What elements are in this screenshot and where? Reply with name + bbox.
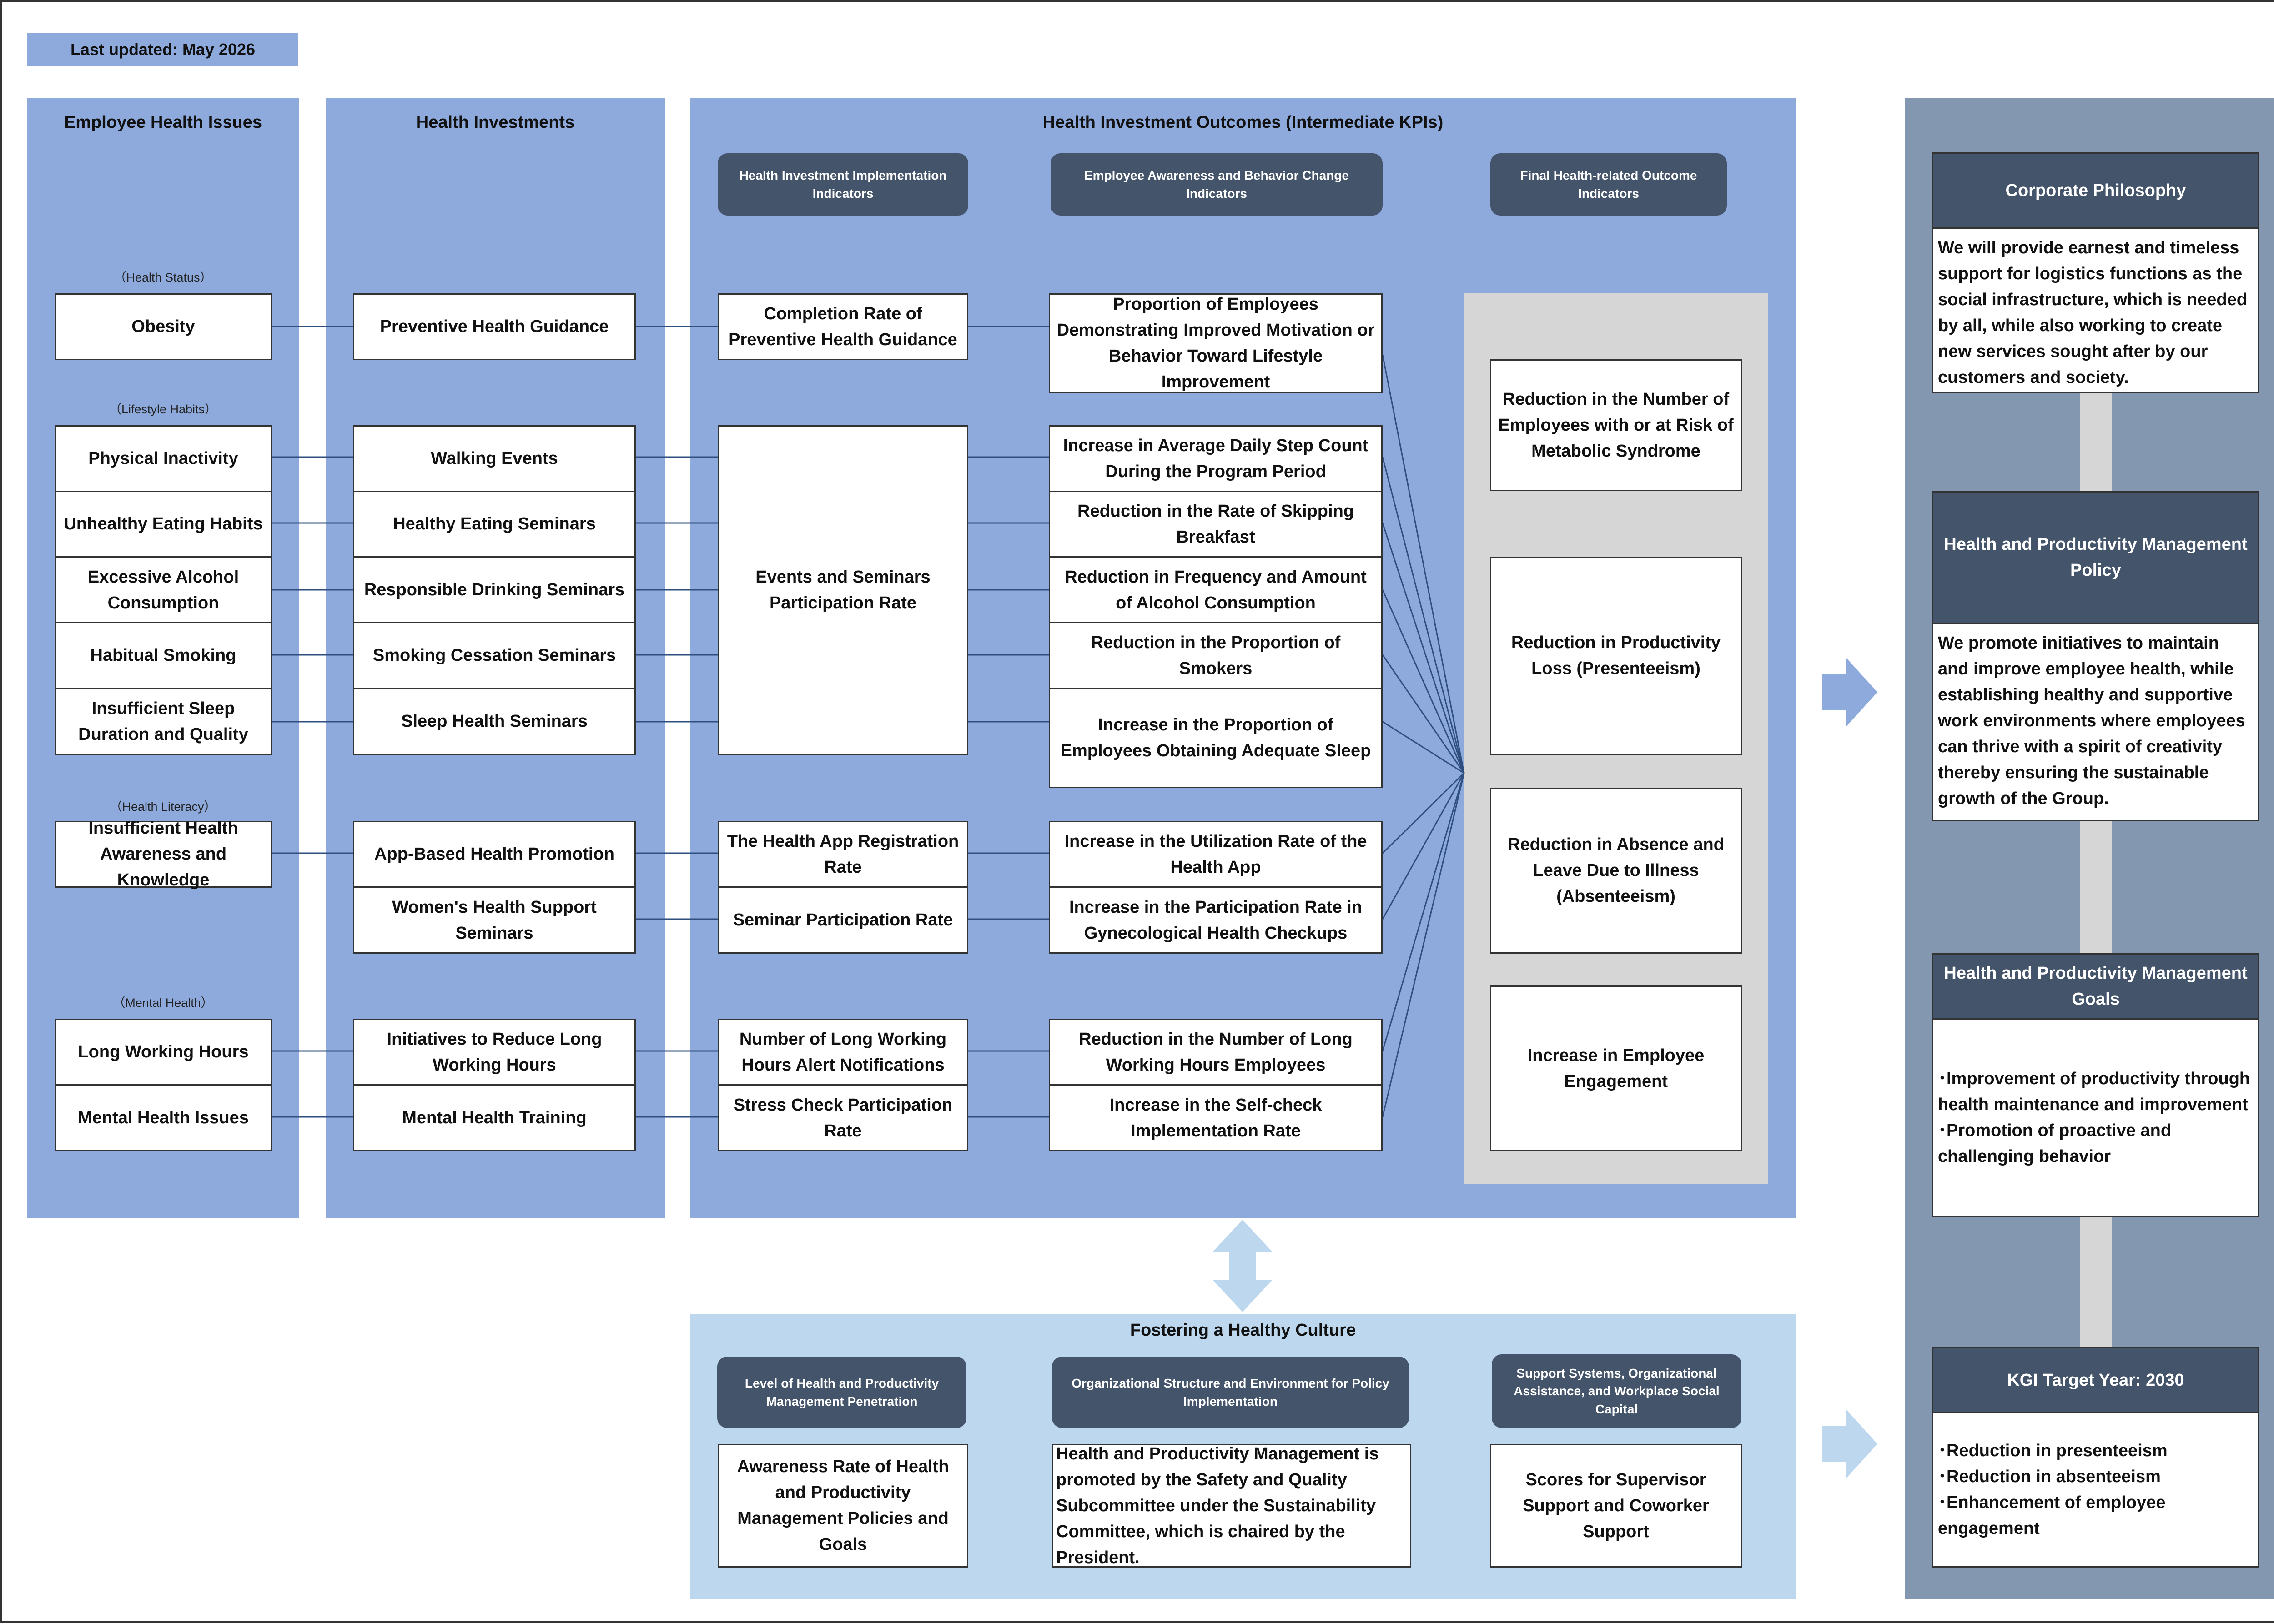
kpi-seminar-participation-rate: Seminar Participation Rate [718,887,968,954]
issue-long-working-hours: Long Working Hours [55,1019,272,1086]
kpi-smokers-proportion: Reduction in the Proportion of Smokers [1049,622,1383,689]
goal-item: ･Improvement of productivity through hea… [1938,1069,2250,1114]
policy-title: Health and Productivity Management Polic… [1932,491,2259,624]
investment-mental-health-training: Mental Health Training [353,1085,636,1151]
kpi-skipping-breakfast: Reduction in the Rate of Skipping Breakf… [1049,491,1383,558]
kpi-alcohol-consumption: Reduction in Frequency and Amount of Alc… [1049,557,1383,623]
investment-healthy-eating-seminars: Healthy Eating Seminars [353,491,636,558]
goals-body: ･Improvement of productivity through hea… [1932,1018,2259,1217]
implementation-indicators-header: Health Investment Implementation Indicat… [718,153,968,216]
culture-supervisor-support: Scores for Supervisor Support and Cowork… [1490,1444,1742,1568]
issue-physical-inactivity: Physical Inactivity [55,425,272,492]
kpi-self-check-rate: Increase in the Self-check Implementatio… [1049,1085,1383,1151]
kpi-completion-rate-guidance: Completion Rate of Preventive Health Gui… [718,293,968,360]
issue-obesity: Obesity [55,293,272,360]
kpi-long-hours-employees: Reduction in the Number of Long Working … [1049,1019,1383,1086]
issue-unhealthy-eating: Unhealthy Eating Habits [55,491,272,558]
culture-header-structure: Organizational Structure and Environment… [1052,1357,1409,1428]
issue-insufficient-health-awareness: Insufficient Health Awareness and Knowle… [55,819,272,890]
issue-habitual-smoking: Habitual Smoking [55,622,272,689]
investment-sleep-health: Sleep Health Seminars [353,688,636,755]
kpi-app-registration-rate: The Health App Registration Rate [718,821,968,888]
kpi-events-participation-rate: Events and Seminars Participation Rate [718,425,968,755]
investment-walking-events: Walking Events [353,425,636,492]
bidirectional-arrow-icon [1213,1220,1272,1312]
investment-preventive-guidance: Preventive Health Guidance [353,293,636,360]
final-indicators-header: Final Health-related Outcome Indicators [1490,153,1727,216]
investment-reduce-long-hours: Initiatives to Reduce Long Working Hours [353,1019,636,1086]
investments-column-title: Health Investments [416,113,575,132]
kgi-body: ･Reduction in presenteeism ･Reduction in… [1932,1412,2259,1568]
issues-column-title: Employee Health Issues [64,113,262,132]
category-mental-health: （Mental Health） [113,996,213,1010]
kpi-long-hours-alerts: Number of Long Working Hours Alert Notif… [718,1019,968,1086]
culture-awareness-rate: Awareness Rate of Health and Productivit… [718,1444,968,1568]
kpi-step-count: Increase in Average Daily Step Count Dur… [1049,425,1383,492]
culture-header-support: Support Systems, Organizational Assistan… [1492,1354,1741,1428]
final-metabolic-syndrome: Reduction in the Number of Employees wit… [1490,359,1742,491]
category-health-literacy: （Health Literacy） [110,800,216,814]
investment-smoking-cessation: Smoking Cessation Seminars [353,622,636,689]
kgi-item: ･Reduction in absenteeism [1938,1467,2161,1486]
corporate-philosophy-title: Corporate Philosophy [1932,152,2259,229]
kpi-improved-motivation: Proportion of Employees Demonstrating Im… [1049,293,1383,393]
issue-excessive-alcohol: Excessive Alcohol Consumption [55,557,272,623]
right-arrow-icon [1822,658,1877,726]
corporate-philosophy-body: We will provide earnest and timeless sup… [1932,227,2259,393]
issue-mental-health: Mental Health Issues [55,1085,272,1151]
goals-title: Health and Productivity Management Goals [1932,953,2259,1020]
issue-insufficient-sleep: Insufficient Sleep Duration and Quality [55,688,272,755]
policy-body: We promote initiatives to maintain and i… [1932,623,2259,821]
kpi-stress-check-rate: Stress Check Participation Rate [718,1085,968,1151]
culture-header-penetration: Level of Health and Productivity Managem… [717,1357,966,1428]
awareness-indicators-header: Employee Awareness and Behavior Change I… [1051,153,1383,216]
kpi-gynecological-checkups: Increase in the Participation Rate in Gy… [1049,887,1383,954]
culture-title: Fostering a Healthy Culture [1130,1321,1356,1340]
right-arrow-icon [1822,1410,1877,1478]
last-updated-badge: Last updated: May 2026 [27,33,298,66]
investment-app-health-promotion: App-Based Health Promotion [353,821,636,888]
outcomes-column-title: Health Investment Outcomes (Intermediate… [1042,113,1444,132]
final-presenteeism: Reduction in Productivity Loss (Presente… [1490,557,1742,755]
culture-structure-text: Health and Productivity Management is pr… [1052,1444,1411,1568]
kgi-item: ･Reduction in presenteeism [1938,1441,2168,1460]
kpi-adequate-sleep: Increase in the Proportion of Employees … [1049,688,1383,788]
kgi-title: KGI Target Year: 2030 [1932,1347,2259,1413]
kpi-app-utilization: Increase in the Utilization Rate of the … [1049,821,1383,888]
final-absenteeism: Reduction in Absence and Leave Due to Il… [1490,788,1742,954]
category-lifestyle-habits: （Lifestyle Habits） [109,402,217,416]
investment-responsible-drinking: Responsible Drinking Seminars [353,557,636,623]
kgi-item: ･Enhancement of employee engagement [1938,1493,2166,1538]
goal-item: ･Promotion of proactive and challenging … [1938,1121,2172,1166]
category-health-status: （Health Status） [114,271,212,284]
investment-womens-health: Women's Health Support Seminars [353,887,636,954]
final-engagement: Increase in Employee Engagement [1490,985,1742,1151]
